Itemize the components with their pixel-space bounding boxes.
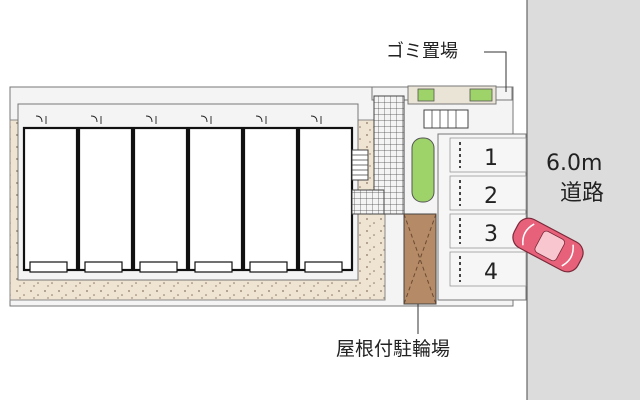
unit xyxy=(77,115,134,273)
walkway xyxy=(373,95,405,215)
garbage-leader xyxy=(484,51,507,92)
parking-number: 3 xyxy=(484,222,498,247)
garbage-label: ゴミ置場 xyxy=(386,41,458,62)
car-icon xyxy=(512,217,584,273)
bike-parking-label: 屋根付駐輪場 xyxy=(336,338,450,360)
apartment-units xyxy=(22,115,354,273)
road xyxy=(527,0,640,400)
parking-space-4: 4 xyxy=(449,251,527,287)
parking-number: 2 xyxy=(484,184,498,209)
parking-number: 4 xyxy=(484,260,498,285)
stairs xyxy=(351,149,369,181)
road-width-label: 6.0m xyxy=(546,151,602,176)
unit xyxy=(242,115,299,273)
parking-space-2: 2 xyxy=(449,175,527,211)
parking-number: 1 xyxy=(484,146,498,171)
bike-parking-roof xyxy=(403,213,437,305)
unit xyxy=(297,115,354,273)
garbage-area xyxy=(407,85,497,105)
parking-space-3: 3 xyxy=(449,213,527,249)
planting xyxy=(411,137,435,203)
unit xyxy=(22,115,79,273)
entry-steps xyxy=(423,109,469,129)
road-name-label: 道路 xyxy=(560,181,604,206)
unit xyxy=(132,115,189,273)
unit xyxy=(187,115,244,273)
parking-space-1: 1 xyxy=(449,137,527,173)
parking-stalls: 1 2 3 4 xyxy=(449,137,527,287)
